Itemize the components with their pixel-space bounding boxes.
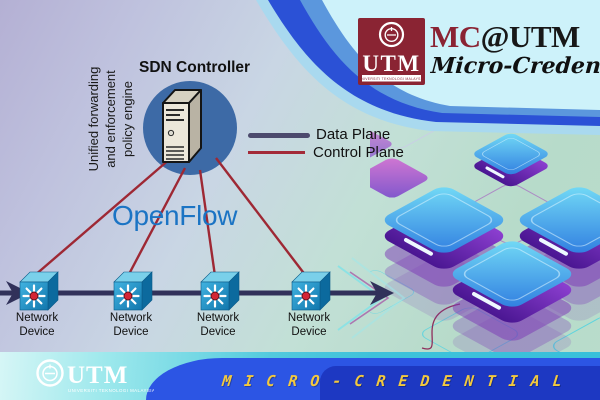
controller-title: SDN Controller <box>139 59 251 76</box>
network-switch-icon <box>112 270 154 312</box>
banner-text: MICRO-CREDENTIAL <box>221 372 576 390</box>
legend-data-plane-line <box>248 133 310 138</box>
brand-panel <box>256 0 600 135</box>
legend-control-plane-label: Control Plane <box>313 144 404 161</box>
banner-dark-panel <box>320 366 600 400</box>
openflow-label: OpenFlow <box>112 200 238 231</box>
mc-utm-wordmark: MC@UTM <box>430 19 580 55</box>
utm-acronym: UTM <box>362 51 420 76</box>
network-switch-icon <box>290 270 332 312</box>
utm-fullname: UNIVERSITI TEKNOLOGI MALAYSIA <box>358 77 424 81</box>
server-tower-icon <box>162 89 202 163</box>
mc-prefix: MC <box>430 19 481 54</box>
iso-stack-center <box>446 238 578 352</box>
server-stack-illustration <box>370 116 600 352</box>
controller-annotation: Unified forwarding and enforcement polic… <box>86 66 135 172</box>
device-label-3: Network Device <box>196 312 240 338</box>
device-label-4: Network Device <box>287 312 331 338</box>
device-label-1: Network Device <box>15 312 59 338</box>
iso-stack-right <box>513 184 600 324</box>
utm-fullname: UNIVERSITI TEKNOLOGI MALAYSIA <box>68 388 154 393</box>
legend-control-plane-line <box>248 151 305 154</box>
utm-acronym: UTM <box>67 362 128 389</box>
utm-emblem-icon: UTM UNIVERSITI TEKNOLOGI MALAYSIA <box>358 21 425 82</box>
mc-suffix: @UTM <box>480 19 581 54</box>
utm-footer-logo: UTM UNIVERSITI TEKNOLOGI MALAYSIA <box>36 359 154 393</box>
bottom-banner-bar: MICRO-CREDENTIAL UTM UNIVERSITI TEKNOLOG… <box>0 352 600 400</box>
utm-emblem-icon <box>36 359 64 387</box>
iso-cube-top <box>470 131 552 189</box>
arrowhead-right <box>370 281 394 305</box>
device-label-2: Network Device <box>109 312 153 338</box>
network-switch-icon <box>18 270 60 312</box>
control-plane-links <box>33 157 307 277</box>
network-switch-icon <box>199 270 241 312</box>
legend-data-plane-label: Data Plane <box>316 126 391 143</box>
data-plane-line <box>0 281 394 305</box>
iso-stack-left <box>378 184 510 324</box>
arrowhead-left <box>6 281 30 305</box>
utm-logo: UTM UNIVERSITI TEKNOLOGI MALAYSIA <box>358 18 425 85</box>
